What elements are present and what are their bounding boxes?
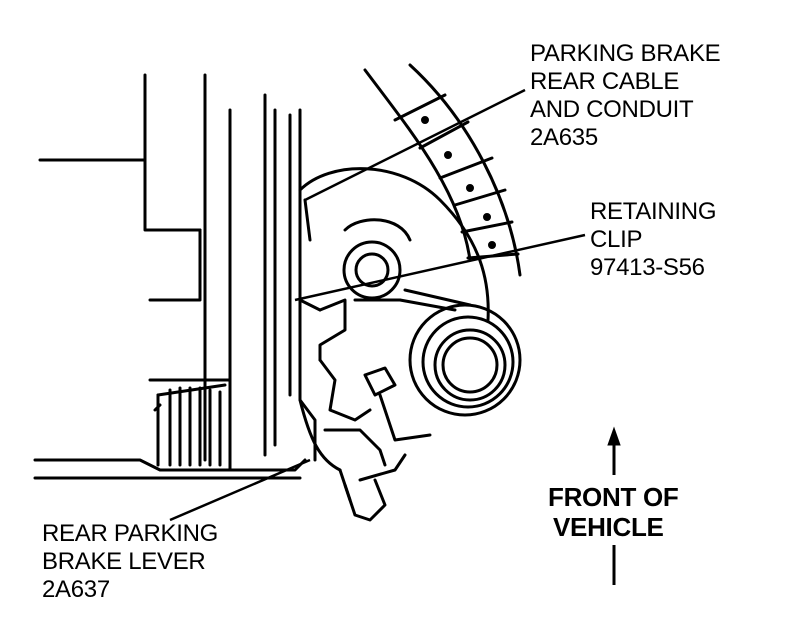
callout-lever-part-number: 2A637 <box>42 576 110 603</box>
cable-conduit <box>363 63 522 277</box>
leader-lines <box>169 88 586 522</box>
callout-cable-line3: AND CONDUIT <box>530 96 694 123</box>
callout-cable-part-number: 2A635 <box>530 124 598 151</box>
leader-clip <box>294 233 586 302</box>
callout-cable-line2: REAR CABLE <box>530 68 680 95</box>
leader-cable <box>304 88 526 202</box>
leader-lever <box>169 458 311 522</box>
callout-cable-line1: PARKING BRAKE <box>530 40 721 67</box>
front-label-line1: FRONT OF <box>548 482 679 512</box>
callout-clip-part-number: 97413-S56 <box>590 254 705 281</box>
front-of-vehicle-label: FRONT OF VEHICLE <box>548 482 679 542</box>
front-label-line2: VEHICLE <box>553 512 664 542</box>
callout-retaining-clip: RETAINING CLIP 97413-S56 <box>590 198 717 282</box>
callout-lever-line2: BRAKE LEVER <box>42 548 206 575</box>
front-arrow <box>607 426 621 585</box>
callout-rear-parking-brake-lever: REAR PARKING BRAKE LEVER 2A637 <box>42 520 218 604</box>
callout-clip-line1: RETAINING <box>590 198 717 225</box>
backing-plate <box>33 73 307 480</box>
callout-clip-line2: CLIP <box>590 226 643 253</box>
caliper-body <box>298 167 522 522</box>
callout-parking-brake-rear-cable: PARKING BRAKE REAR CABLE AND CONDUIT 2A6… <box>530 40 721 152</box>
callout-lever-line1: REAR PARKING <box>42 520 218 547</box>
